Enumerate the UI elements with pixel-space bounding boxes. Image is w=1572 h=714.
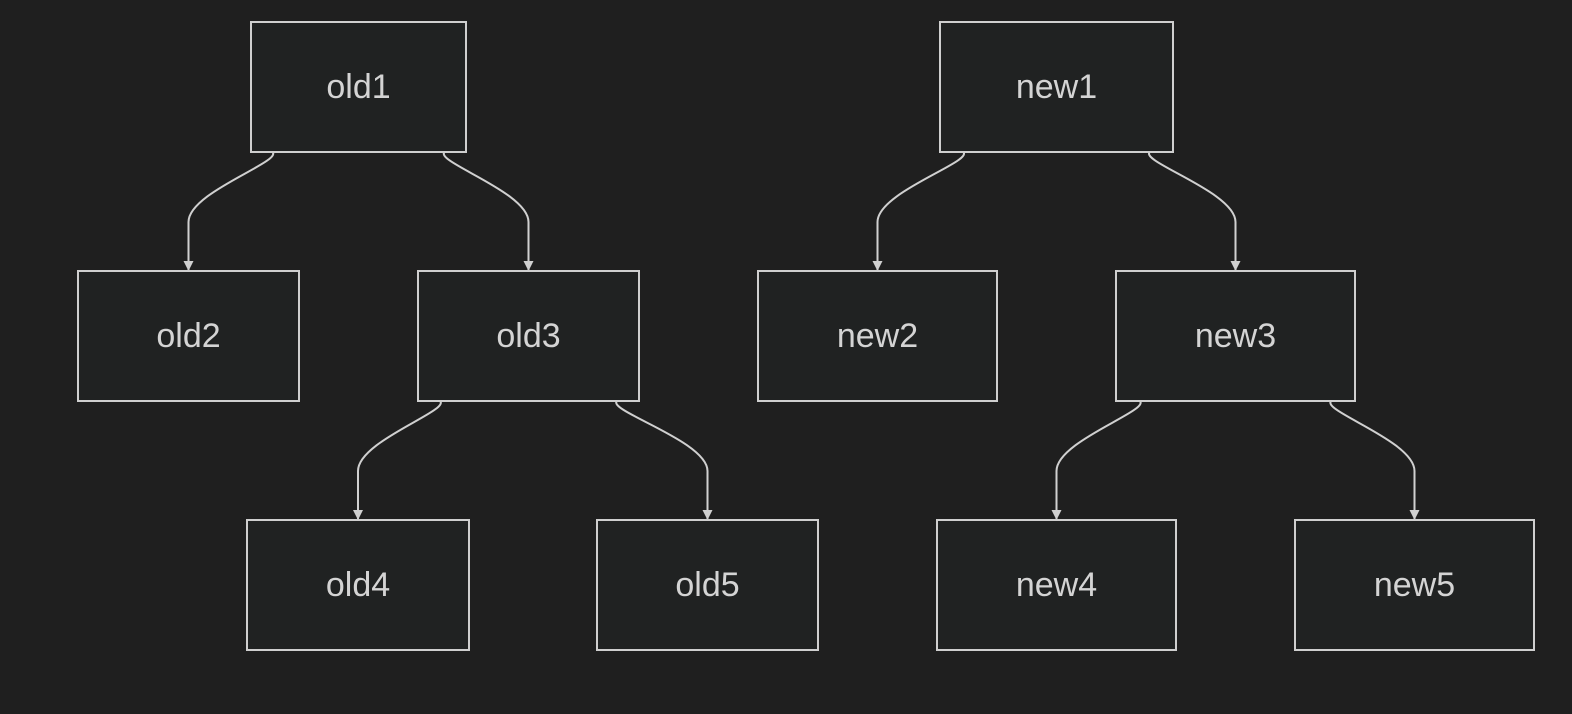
- node-new3: new3: [1115, 270, 1356, 402]
- node-old2: old2: [77, 270, 300, 402]
- node-old5: old5: [596, 519, 819, 651]
- node-label-old2: old2: [156, 317, 220, 355]
- edge-new1-to-new2: [872, 151, 965, 271]
- node-box-old4: [246, 519, 470, 651]
- node-label-old4: old4: [326, 566, 390, 604]
- node-label-new3: new3: [1195, 317, 1276, 355]
- node-new5: new5: [1294, 519, 1535, 651]
- nodes-layer: old1 old2 old3 old4 old5 new1 new2 new3 new4 new5: [77, 21, 1535, 651]
- node-box-new2: [757, 270, 998, 402]
- node-label-old1: old1: [326, 68, 390, 106]
- node-box-new5: [1294, 519, 1535, 651]
- node-old4: old4: [246, 519, 470, 651]
- node-label-old3: old3: [496, 317, 560, 355]
- node-new1: new1: [939, 21, 1174, 153]
- node-label-new1: new1: [1016, 68, 1097, 106]
- edge-new3-to-new4: [1051, 400, 1142, 520]
- node-box-new3: [1115, 270, 1356, 402]
- edge-old3-to-old4: [353, 400, 442, 520]
- node-box-old3: [417, 270, 640, 402]
- node-label-old5: old5: [675, 566, 739, 604]
- edge-new3-to-new5: [1329, 400, 1420, 520]
- edge-old3-to-old5: [615, 400, 713, 520]
- node-box-new4: [936, 519, 1177, 651]
- node-new2: new2: [757, 270, 998, 402]
- node-new4: new4: [936, 519, 1177, 651]
- node-label-new5: new5: [1374, 566, 1455, 604]
- edges-layer: [183, 151, 1420, 520]
- node-box-old1: [250, 21, 467, 153]
- node-box-old2: [77, 270, 300, 402]
- node-label-new2: new2: [837, 317, 918, 355]
- node-old3: old3: [417, 270, 640, 402]
- node-box-new1: [939, 21, 1174, 153]
- node-box-old5: [596, 519, 819, 651]
- edge-old1-to-old3: [443, 151, 534, 271]
- edge-new1-to-new3: [1148, 151, 1241, 271]
- node-old1: old1: [250, 21, 467, 153]
- edge-old1-to-old2: [183, 151, 274, 271]
- node-label-new4: new4: [1016, 566, 1097, 604]
